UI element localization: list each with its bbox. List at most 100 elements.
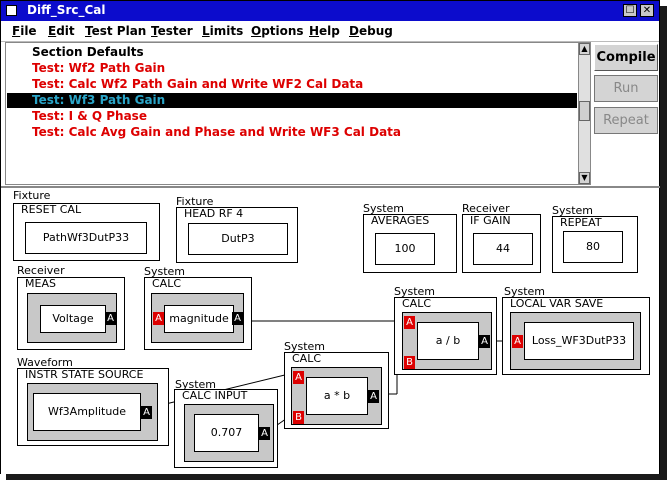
list-item-test-selected[interactable]: Test: Wf3 Path Gain [7, 93, 577, 108]
menu-file[interactable]: File [12, 24, 37, 38]
menu-test-plan[interactable]: Test Plan [85, 24, 147, 38]
block-body: A a / b A B [402, 312, 492, 370]
list-item-test[interactable]: Test: I & Q Phase [32, 109, 147, 123]
block-value[interactable]: a * b [306, 377, 368, 415]
block-value[interactable]: magnitude [164, 305, 234, 333]
block-category-label: System [144, 265, 186, 278]
output-port-a[interactable]: A [259, 427, 270, 440]
block-value[interactable]: Wf3Amplitude [33, 393, 141, 431]
block-category-label: System [504, 285, 546, 298]
test-plan-list[interactable]: Section Defaults Test: Wf2 Path Gain Tes… [5, 42, 579, 185]
block-title: CALC [402, 297, 432, 310]
reset-cal-block[interactable]: RESET CAL PathWf3DutP33 [13, 203, 160, 261]
output-port-a[interactable]: A [232, 312, 243, 325]
block-title: RESET CAL [21, 203, 82, 216]
block-value[interactable]: 80 [563, 231, 623, 263]
scroll-down-icon[interactable]: ▼ [579, 172, 590, 184]
block-value[interactable]: 100 [375, 233, 435, 265]
compile-button[interactable]: Compile [594, 44, 658, 71]
block-value[interactable]: PathWf3DutP33 [25, 222, 147, 254]
block-category-label: Waveform [17, 356, 73, 369]
repeat-button[interactable]: Repeat [594, 107, 658, 134]
block-title: HEAD RF 4 [184, 207, 244, 220]
menu-help[interactable]: Help [309, 24, 340, 38]
block-title: MEAS [25, 277, 56, 290]
menu-bar: File Edit Test Plan Tester Limits Option… [1, 21, 659, 42]
block-category-label: Fixture [176, 195, 214, 208]
block-body: Wf3Amplitude A [27, 383, 158, 441]
maximize-icon[interactable]: ☐ [623, 4, 637, 17]
input-port-b[interactable]: B [404, 356, 415, 369]
calc-magnitude-block[interactable]: CALC A magnitude A [144, 277, 252, 350]
menu-limits[interactable]: Limits [202, 24, 244, 38]
output-port-a[interactable]: A [141, 406, 152, 419]
input-port-b[interactable]: B [293, 411, 304, 424]
block-category-label: System [552, 204, 594, 217]
list-item-section-defaults[interactable]: Section Defaults [32, 45, 144, 59]
menu-options[interactable]: Options [251, 24, 304, 38]
block-title: REPEAT [560, 216, 602, 229]
output-port-a[interactable]: A [368, 390, 379, 403]
window-shadow [660, 6, 667, 480]
block-title: CALC INPUT [182, 389, 248, 402]
block-category-label: Receiver [17, 264, 65, 277]
pane-divider[interactable] [1, 186, 661, 188]
block-category-label: System [363, 202, 405, 215]
scroll-thumb[interactable] [579, 101, 590, 121]
block-body: A magnitude A [151, 293, 244, 343]
input-port-a[interactable]: A [293, 371, 304, 384]
run-button[interactable]: Run [594, 75, 658, 102]
scroll-up-icon[interactable]: ▲ [579, 43, 590, 55]
block-value[interactable]: DutP3 [188, 223, 288, 255]
block-value[interactable]: Loss_WF3DutP33 [524, 322, 634, 360]
close-icon[interactable]: ✕ [640, 4, 654, 17]
block-value[interactable]: 0.707 [194, 414, 259, 452]
block-title: IF GAIN [470, 214, 511, 227]
calc-divide-block[interactable]: CALC A a / b A B [394, 297, 497, 375]
block-title: AVERAGES [371, 214, 430, 227]
block-category-label: System [175, 378, 217, 391]
if-gain-block[interactable]: IF GAIN 44 [462, 214, 541, 273]
block-category-label: System [394, 285, 436, 298]
block-body: Voltage A [27, 293, 117, 343]
output-port-a[interactable]: A [479, 335, 490, 348]
output-port-a[interactable]: A [105, 312, 116, 325]
block-category-label: Fixture [13, 189, 51, 202]
block-value[interactable]: 44 [473, 233, 533, 265]
list-scrollbar[interactable]: ▲ ▼ [578, 42, 591, 185]
block-title: INSTR STATE SOURCE [25, 368, 144, 381]
menu-tester[interactable]: Tester [151, 24, 193, 38]
block-value[interactable]: Voltage [40, 305, 106, 333]
input-port-a[interactable]: A [153, 312, 164, 325]
meas-block[interactable]: MEAS Voltage A [17, 277, 125, 350]
window-title: Diff_Src_Cal [27, 3, 106, 17]
app-window: Diff_Src_Cal ☐ ✕ File Edit Test Plan Tes… [0, 0, 661, 474]
block-value[interactable]: a / b [417, 322, 479, 360]
block-body: 0.707 A [184, 404, 274, 462]
block-body: A a * b A B [291, 367, 382, 425]
menu-debug[interactable]: Debug [349, 24, 393, 38]
local-var-save-block[interactable]: LOCAL VAR SAVE A Loss_WF3DutP33 [502, 297, 650, 375]
head-rf-block[interactable]: HEAD RF 4 DutP3 [176, 207, 298, 263]
repeat-block[interactable]: REPEAT 80 [552, 216, 638, 273]
window-shadow [6, 474, 667, 480]
averages-block[interactable]: AVERAGES 100 [363, 214, 457, 273]
list-item-test[interactable]: Test: Calc Wf2 Path Gain and Write WF2 C… [32, 77, 364, 91]
flow-diagram-canvas[interactable]: Fixture RESET CAL PathWf3DutP33 Fixture … [1, 188, 659, 474]
input-port-a[interactable]: A [512, 335, 523, 348]
calc-multiply-block[interactable]: CALC A a * b A B [284, 352, 389, 429]
input-port-a[interactable]: A [404, 316, 415, 329]
calc-input-block[interactable]: CALC INPUT 0.707 A [174, 389, 278, 468]
block-body: A Loss_WF3DutP33 [510, 312, 641, 370]
menu-edit[interactable]: Edit [48, 24, 75, 38]
list-item-test[interactable]: Test: Calc Avg Gain and Phase and Write … [32, 125, 401, 139]
block-title: LOCAL VAR SAVE [510, 297, 604, 310]
list-item-test[interactable]: Test: Wf2 Path Gain [32, 61, 166, 75]
block-title: CALC [292, 352, 322, 365]
block-title: CALC [152, 277, 182, 290]
window-menu-icon[interactable] [6, 5, 17, 16]
title-bar[interactable]: Diff_Src_Cal ☐ ✕ [1, 1, 659, 21]
block-category-label: System [284, 340, 326, 353]
instr-state-source-block[interactable]: INSTR STATE SOURCE Wf3Amplitude A [17, 368, 169, 446]
block-category-label: Receiver [462, 202, 510, 215]
